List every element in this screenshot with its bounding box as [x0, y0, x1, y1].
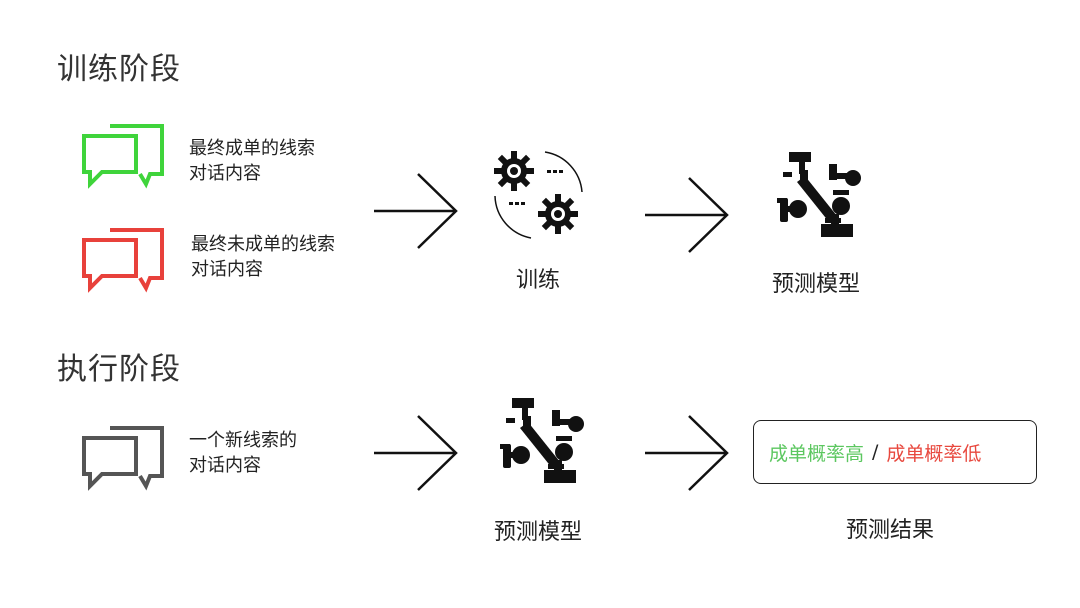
prediction-result-caption: 预测结果: [846, 518, 935, 543]
chat-bubbles-icon: [82, 124, 164, 189]
chat-bubbles-icon: [82, 426, 164, 491]
negative-leads-label: 最终未成单的线索 对话内容: [191, 232, 335, 282]
new-lead-line-1: 一个新线索的: [189, 430, 297, 451]
model-network-icon: [500, 398, 584, 483]
chat-bubbles-icon: [82, 228, 164, 293]
result-high-probability: 成单概率高: [769, 442, 865, 465]
negative-leads-line-2: 对话内容: [191, 259, 263, 280]
model-network-icon: [777, 152, 861, 237]
train-caption: 训练: [516, 268, 561, 293]
new-lead-line-2: 对话内容: [189, 455, 261, 476]
gears-icon: [494, 151, 583, 239]
training-section-title: 训练阶段: [57, 52, 181, 87]
execution-section-title: 执行阶段: [57, 352, 181, 387]
positive-leads-line-2: 对话内容: [189, 163, 261, 184]
prediction-result-box: 成单概率高 / 成单概率低: [753, 420, 1037, 484]
training-model-caption: 预测模型: [772, 272, 861, 297]
positive-leads-line-1: 最终成单的线索: [189, 138, 315, 159]
arrow-right-icon: [645, 177, 729, 253]
negative-leads-line-1: 最终未成单的线索: [191, 234, 335, 255]
execution-model-caption: 预测模型: [494, 520, 583, 545]
arrow-right-icon: [645, 415, 729, 491]
new-lead-label: 一个新线索的 对话内容: [189, 428, 297, 478]
result-separator: /: [872, 441, 879, 463]
result-low-probability: 成单概率低: [886, 442, 982, 465]
positive-leads-label: 最终成单的线索 对话内容: [189, 136, 315, 186]
arrow-right-icon: [374, 415, 458, 491]
arrow-right-icon: [374, 173, 458, 249]
